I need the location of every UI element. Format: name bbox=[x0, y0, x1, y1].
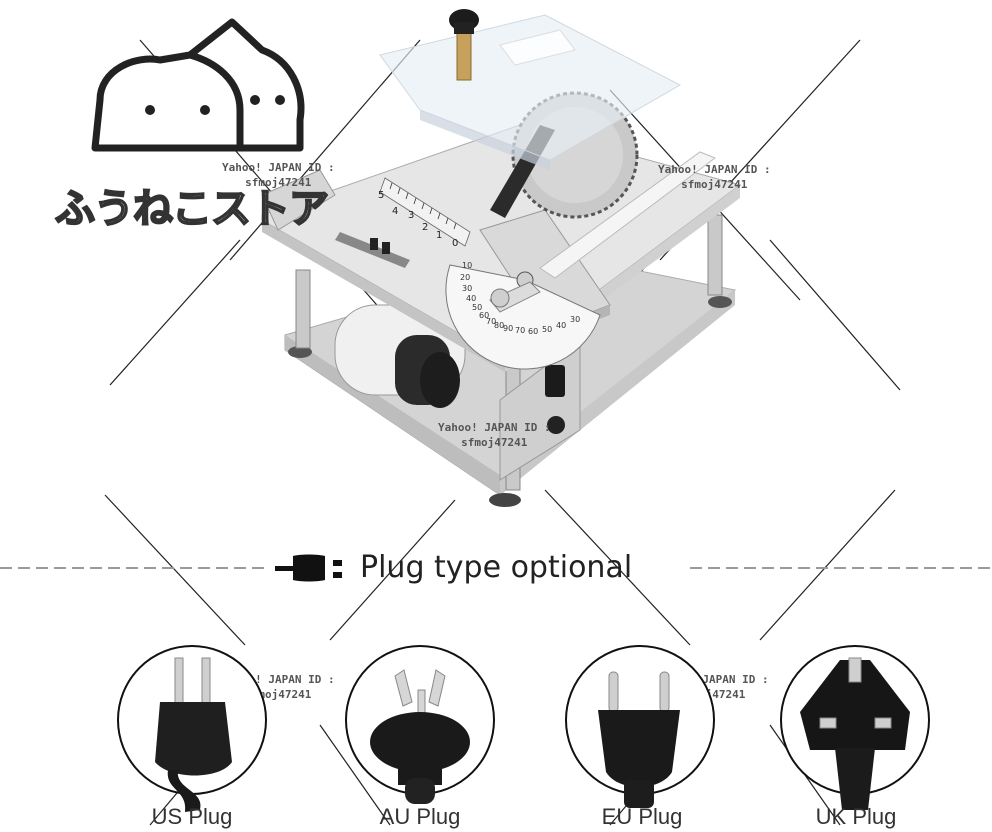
plug-section-heading: Plug type optional bbox=[360, 550, 633, 585]
watermark-line: sfmoj47241 bbox=[681, 178, 748, 191]
ruler bbox=[379, 177, 471, 247]
protractor-number: 10 bbox=[462, 261, 472, 270]
blade-guard bbox=[379, 14, 682, 170]
protractor-number: 30 bbox=[570, 315, 580, 324]
protractor-number: 40 bbox=[556, 321, 566, 330]
ruler-number: 4 bbox=[392, 206, 398, 217]
protractor-number: 60 bbox=[479, 311, 489, 320]
watermark-line: Yahoo! JAPAN ID : bbox=[658, 163, 771, 176]
watermark-line: Yahoo! JAPAN ID : bbox=[438, 421, 551, 434]
watermark-line: sfmoj47241 bbox=[461, 436, 528, 449]
protractor-number: 90 bbox=[503, 324, 513, 333]
ruler-number: 1 bbox=[436, 230, 442, 241]
power-socket bbox=[547, 416, 565, 434]
guard-post bbox=[456, 27, 472, 81]
watermark-text: Yahoo! JAPAN ID : sfmoj47241 bbox=[222, 160, 335, 190]
plug-label: EU Plug bbox=[601, 804, 683, 829]
watermark-text: Yahoo! JAPAN ID : sfmoj47241 bbox=[438, 420, 551, 450]
store-logo-text: ふうねこストア bbox=[54, 185, 330, 233]
protractor-number: 50 bbox=[542, 325, 552, 334]
store-logo bbox=[91, 18, 305, 152]
protractor-number: 70 bbox=[486, 317, 496, 326]
protractor-number: 80 bbox=[494, 321, 504, 330]
watermark-line: sfmoj47241 bbox=[245, 176, 312, 189]
protractor-number: 50 bbox=[472, 303, 482, 312]
uk-plug-circle bbox=[780, 645, 930, 810]
us-plug-circle bbox=[117, 645, 267, 812]
table-saw-illustration: 5 4 3 2 1 0 10 20 30 40 50 60 70 80 90 7… bbox=[91, 9, 901, 507]
power-switch bbox=[545, 365, 565, 397]
ruler-number: 0 bbox=[452, 238, 458, 249]
miter-gauge bbox=[445, 264, 601, 370]
ruler-number: 3 bbox=[408, 210, 414, 221]
watermark-line: Yahoo! JAPAN ID : bbox=[222, 161, 335, 174]
cat-eyes bbox=[145, 95, 285, 115]
au-plug-circle bbox=[345, 645, 495, 804]
eu-plug-circle bbox=[565, 645, 715, 808]
protractor-number: 40 bbox=[466, 294, 476, 303]
plug-label: AU Plug bbox=[379, 804, 461, 829]
ruler-number: 5 bbox=[378, 190, 384, 201]
plug-icon bbox=[275, 554, 342, 582]
watermark-text: Yahoo! JAPAN ID : sfmoj47241 bbox=[658, 162, 771, 192]
protractor-number: 70 bbox=[515, 326, 525, 335]
protractor-number: 30 bbox=[462, 284, 472, 293]
protractor-number: 60 bbox=[528, 327, 538, 336]
plug-section-graphics bbox=[0, 489, 992, 826]
plug-label: US Plug bbox=[151, 804, 233, 829]
protractor-number: 20 bbox=[460, 273, 470, 282]
ruler-number: 2 bbox=[422, 222, 428, 233]
plug-label: UK Plug bbox=[815, 804, 897, 829]
